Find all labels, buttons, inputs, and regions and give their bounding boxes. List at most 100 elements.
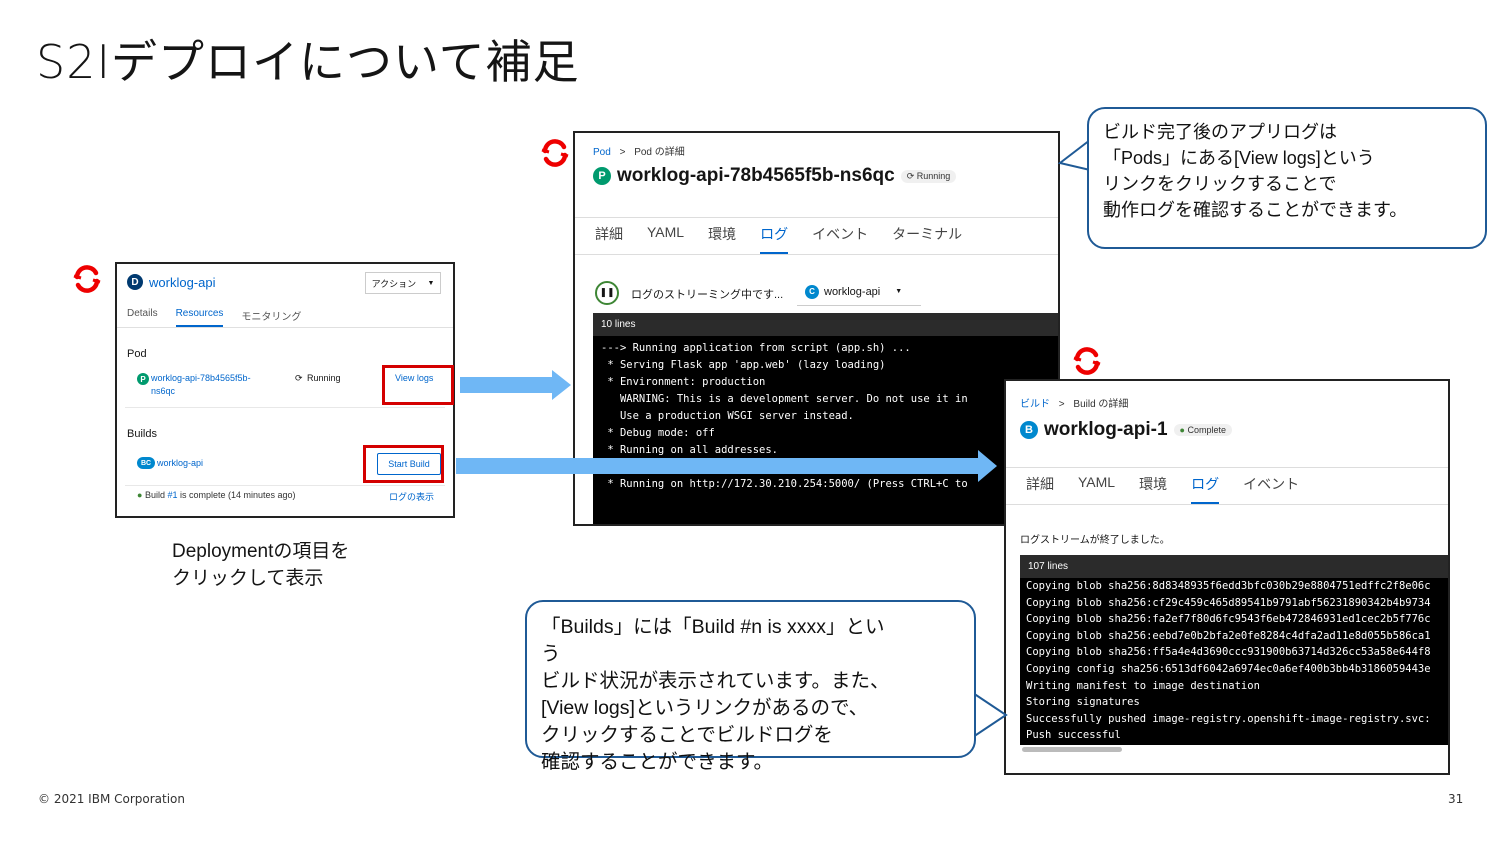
build-config-badge: BC — [137, 457, 155, 469]
pod-log-viewer[interactable]: 10 lines ---> Running application from s… — [593, 313, 1058, 524]
tab-events[interactable]: イベント — [812, 226, 869, 242]
openshift-logo-icon — [73, 265, 101, 293]
show-log-link[interactable]: ログの表示 — [389, 492, 435, 502]
breadcrumb-current: Pod の詳細 — [634, 147, 685, 158]
build-status-suffix: is complete (14 minutes ago) — [177, 490, 296, 500]
log-line: * Running on http://172.30.210.254:5000/… — [601, 478, 968, 490]
tab-monitoring[interactable]: モニタリング — [241, 312, 302, 323]
log-line: WARNING: This is a development server. D… — [601, 393, 968, 405]
tab-details[interactable]: 詳細 — [1026, 476, 1054, 492]
log-line: * Running on all addresses. — [601, 444, 779, 456]
deployment-header: D worklog-api — [127, 274, 215, 290]
log-line-count: 107 lines — [1020, 555, 1448, 578]
caret-down-icon: ▼ — [427, 279, 435, 287]
action-label: アクション — [371, 278, 417, 289]
log-line: * Environment: production — [601, 376, 766, 388]
tab-resources[interactable]: Resources — [175, 304, 224, 327]
check-circle-icon: ● — [137, 490, 143, 500]
streaming-status: ログのストリーミング中です... — [631, 289, 784, 301]
callout-line: 動作ログを確認することができます。 — [1103, 200, 1408, 220]
build-badge: B — [1020, 421, 1038, 439]
log-line: Copying blob sha256:eebd7e0b2bfa2e0fe828… — [1026, 629, 1431, 642]
pause-icon[interactable]: ❚❚ — [595, 281, 619, 305]
callout-line: 「Builds」には「Build #n is xxxx」とい — [541, 616, 885, 638]
openshift-logo-icon — [1073, 347, 1101, 375]
tab-details[interactable]: 詳細 — [595, 226, 623, 242]
callout-line: ビルド完了後のアプリログは — [1103, 122, 1337, 142]
callout-pod-logs: ビルド完了後のアプリログは 「Pods」にある[View logs]という リン… — [1087, 107, 1487, 249]
breadcrumb: Pod > Pod の詳細 — [593, 143, 685, 158]
log-line: ---> Running application from script (ap… — [601, 342, 911, 354]
build-config-link[interactable]: worklog-api — [157, 458, 204, 468]
build-status-text: ● Build #1 is complete (14 minutes ago) — [137, 490, 296, 500]
log-line: Writing manifest to image destination — [1026, 679, 1260, 692]
status-text: Complete — [1187, 425, 1226, 435]
breadcrumb-root[interactable]: Pod — [593, 147, 611, 158]
caption-line: クリックして表示 — [172, 568, 324, 589]
horizontal-scrollbar[interactable] — [1022, 747, 1122, 752]
build-number-link[interactable]: #1 — [167, 490, 178, 500]
log-line: Copying blob sha256:fa2ef7f80d6fc9543f6e… — [1026, 613, 1431, 626]
deployment-name[interactable]: worklog-api — [149, 274, 216, 290]
tab-events[interactable]: イベント — [1243, 476, 1300, 492]
log-line: Use a production WSGI server instead. — [601, 410, 854, 422]
openshift-logo-icon — [541, 139, 569, 167]
log-line: * Serving Flask app 'app.web' (lazy load… — [601, 359, 886, 371]
pod-tabs: 詳細 YAML 環境 ログ イベント ターミナル — [575, 217, 1058, 255]
log-lines: Copying blob sha256:8d8348935f6edd3bfc03… — [1020, 578, 1448, 744]
build-log-viewer[interactable]: 107 lines Copying blob sha256:8d8348935f… — [1020, 555, 1448, 745]
callout-line: う — [541, 643, 561, 665]
breadcrumb-root[interactable]: ビルド — [1020, 399, 1050, 410]
container-select[interactable]: C worklog-api ▼ — [797, 278, 921, 306]
tab-terminal[interactable]: ターミナル — [892, 226, 963, 242]
tab-yaml[interactable]: YAML — [647, 224, 685, 240]
status-badge: ⟳ Running — [900, 169, 957, 183]
check-circle-icon: ● — [1179, 425, 1188, 435]
log-line: Copying blob sha256:8d8348935f6edd3bfc03… — [1026, 580, 1431, 592]
callout-line: 確認することができます。 — [541, 751, 774, 773]
deployment-panel: D worklog-api アクション ▼ Details Resources … — [115, 262, 455, 518]
callout-line: クリックすることでビルドログを — [541, 724, 833, 746]
tab-details[interactable]: Details — [127, 308, 158, 319]
pod-name-link[interactable]: worklog-api-78b4565f5b- — [151, 373, 251, 383]
status-text: Running — [916, 170, 951, 181]
log-line: Storing signatures — [1026, 696, 1140, 709]
tab-logs[interactable]: ログ — [760, 218, 789, 254]
log-line: * Debug mode: off — [601, 427, 715, 439]
breadcrumb: ビルド > Build の詳細 — [1020, 395, 1128, 410]
breadcrumb-current: Build の詳細 — [1073, 399, 1129, 410]
arrow-to-build-log — [456, 450, 997, 482]
breadcrumb-separator: > — [619, 147, 626, 158]
view-logs-highlight — [382, 365, 454, 405]
footer-copyright: © 2021 IBM Corporation — [38, 792, 185, 806]
pod-title-text: worklog-api-78b4565f5b-ns6qc — [617, 165, 895, 186]
view-logs-link[interactable]: View logs — [395, 373, 434, 383]
breadcrumb-separator: > — [1058, 399, 1065, 410]
sync-icon: ⟳ — [906, 170, 917, 181]
build-title: B worklog-api-1 ● Complete — [1020, 419, 1232, 441]
builds-section-title: Builds — [127, 428, 157, 440]
stream-ended-status: ログストリームが終了しました。 — [1020, 535, 1170, 546]
sync-icon: ⟳ — [295, 373, 303, 383]
deployment-badge: D — [127, 274, 143, 290]
container-name: worklog-api — [824, 285, 881, 298]
log-line: Successfully pushed image-registry.opens… — [1026, 712, 1431, 725]
deployment-caption: Deploymentの項目を クリックして表示 — [172, 538, 349, 592]
tab-environment[interactable]: 環境 — [708, 226, 737, 242]
tab-logs[interactable]: ログ — [1191, 468, 1220, 504]
callout-build-logs: 「Builds」には「Build #n is xxxx」とい う ビルド状況が表… — [525, 600, 976, 773]
pod-title: P worklog-api-78b4565f5b-ns6qc ⟳ Running — [593, 165, 957, 187]
log-line: Copying blob sha256:cf29c459c465d89541b9… — [1026, 596, 1431, 609]
caption-line: Deploymentの項目を — [172, 541, 350, 562]
status-badge: ● Complete — [1173, 424, 1232, 436]
action-dropdown[interactable]: アクション ▼ — [365, 272, 441, 294]
pod-name-link-cont[interactable]: ns6qc — [151, 386, 176, 396]
build-tabs: 詳細 YAML 環境 ログ イベント — [1006, 467, 1448, 505]
build-details-panel: ビルド > Build の詳細 B worklog-api-1 ● Comple… — [1004, 379, 1450, 775]
start-build-button[interactable]: Start Build — [377, 453, 441, 475]
build-config-row: BC worklog-api Start Build — [125, 450, 445, 486]
tab-yaml[interactable]: YAML — [1078, 474, 1116, 490]
tab-environment[interactable]: 環境 — [1139, 476, 1168, 492]
pod-status: Running — [307, 373, 341, 383]
